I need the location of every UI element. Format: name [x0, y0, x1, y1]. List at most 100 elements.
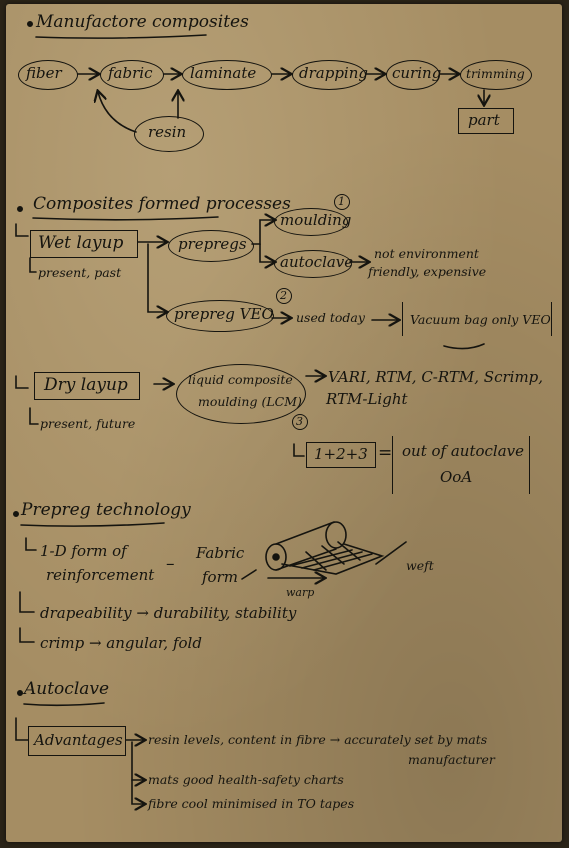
flow-node-curing: curing	[392, 64, 442, 82]
prepreg-veo-label: prepreg VEO	[174, 305, 274, 323]
prepreg-oval	[168, 230, 254, 262]
moulding-oval	[274, 208, 348, 236]
lcm-oval	[176, 364, 306, 424]
arrow-icon	[98, 92, 137, 133]
autoclave-label: autoclave	[280, 253, 354, 271]
flow-node-oval	[292, 60, 366, 90]
equals-sign: =	[378, 443, 393, 463]
arrow-icon	[251, 220, 274, 245]
section-heading-processes: Composites formed processes	[33, 194, 291, 214]
form-pointer	[241, 569, 257, 580]
flow-node-trimming: trimming	[466, 66, 525, 81]
prepreg-veo-oval	[166, 300, 274, 332]
env-note-line1: not environment	[374, 246, 479, 261]
section-heading-autoclave: Autoclave	[24, 679, 110, 699]
ooa-line2: OoA	[440, 468, 473, 486]
flow-node-laminate: laminate	[190, 64, 257, 82]
circle-number-3: 3	[296, 415, 303, 428]
arrow-icon	[259, 243, 274, 262]
hook-arrow-icon	[29, 407, 39, 425]
part-box	[458, 108, 514, 134]
one-d-form-line2: reinforcement	[46, 566, 155, 584]
resin-label: resin	[148, 123, 187, 141]
bullet-icon	[13, 510, 20, 517]
vacuum-bag-label: Vacuum bag only VEO	[410, 312, 551, 327]
wet-layup-note: present, past	[38, 265, 122, 280]
part-label: part	[468, 111, 500, 129]
wet-layup-label: Wet layup	[38, 233, 124, 253]
advantage-1: resin levels, content in fibre → accurat…	[148, 732, 488, 747]
lcm-line2: moulding (LCM)	[198, 394, 302, 409]
ooa-line1: out of autoclave	[402, 442, 524, 460]
one-d-form-line1: 1-D form of	[40, 542, 127, 560]
heading-underline	[35, 34, 207, 39]
notebook-page: Manufactore composites fiber fabric lami…	[6, 4, 562, 842]
hook-arrow-icon	[15, 375, 29, 389]
weft-pointer	[375, 541, 407, 565]
squiggle-underline	[443, 343, 485, 350]
fabric-form-line1: Fabric	[196, 544, 245, 562]
arrow-icon	[131, 741, 144, 780]
hook-arrow-icon	[15, 223, 29, 237]
heading-underline	[32, 216, 219, 221]
circle-number	[292, 414, 308, 430]
ink-strokes	[13, 20, 562, 842]
heading-underline	[23, 702, 105, 707]
resin-oval	[134, 116, 204, 152]
section-heading-manufacture: Manufactore composites	[36, 12, 249, 32]
hook-arrow-icon	[29, 257, 37, 273]
flow-node-oval	[100, 60, 164, 90]
weft-label: weft	[406, 558, 434, 573]
dry-layup-label: Dry layup	[44, 375, 128, 395]
arrow-icon	[147, 243, 166, 312]
flow-node-fabric: fabric	[108, 64, 153, 82]
vacuum-bracket	[402, 302, 552, 336]
env-note-line2: friendly, expensive	[368, 264, 487, 279]
flow-node-oval	[386, 60, 440, 90]
bullet-icon	[17, 689, 24, 696]
hook-arrow-icon	[25, 537, 37, 551]
crimp-line: crimp → angular, fold	[40, 634, 202, 652]
circle-number	[276, 288, 292, 304]
advantages-label: Advantages	[34, 731, 123, 749]
dash-separator: –	[166, 554, 175, 574]
prepreg-label: prepregs	[178, 235, 247, 253]
arrow-icon	[131, 779, 144, 804]
warp-label: warp	[286, 586, 315, 599]
fabric-roll-icon	[265, 521, 385, 575]
flow-node-fiber: fiber	[26, 64, 62, 82]
hook-arrow-icon	[15, 717, 29, 741]
flow-node-oval	[182, 60, 272, 90]
hook-arrow-icon	[293, 443, 305, 457]
flow-node-oval	[460, 60, 532, 90]
dry-layup-box	[34, 372, 140, 400]
flow-node-oval	[18, 60, 78, 90]
advantage-1-continued: manufacturer	[408, 752, 495, 767]
lcm-methods-line2: RTM-Light	[326, 390, 408, 408]
ooa-bracket	[392, 436, 530, 494]
drapeability-line: drapeability → durability, stability	[40, 604, 297, 622]
combo-box	[306, 442, 376, 468]
circle-number-1: 1	[338, 195, 345, 208]
autoclave-oval	[274, 250, 352, 278]
lcm-methods-line1: VARI, RTM, C-RTM, Scrimp,	[328, 368, 544, 386]
advantage-3: fibre cool minimised in TO tapes	[148, 796, 355, 811]
advantage-2: mats good health-safety charts	[148, 772, 344, 787]
flow-node-drapping: drapping	[299, 64, 368, 82]
hook-arrow-icon	[19, 591, 35, 613]
fabric-form-line2: form	[202, 568, 238, 586]
bullet-icon	[26, 20, 33, 27]
wet-layup-box	[30, 230, 138, 258]
section-heading-prepreg-tech: Prepreg technology	[21, 500, 191, 520]
circle-number	[334, 194, 350, 210]
used-today-label: used today	[296, 310, 365, 325]
heading-underline	[20, 522, 165, 527]
lcm-line1: liquid composite	[188, 372, 293, 387]
circle-number-2: 2	[280, 289, 287, 302]
advantages-box	[28, 726, 126, 756]
dry-layup-note: present, future	[40, 416, 136, 431]
hook-arrow-icon	[19, 627, 35, 643]
bullet-icon	[17, 206, 24, 213]
moulding-label: moulding	[280, 211, 352, 229]
combo-label: 1+2+3	[314, 445, 368, 463]
